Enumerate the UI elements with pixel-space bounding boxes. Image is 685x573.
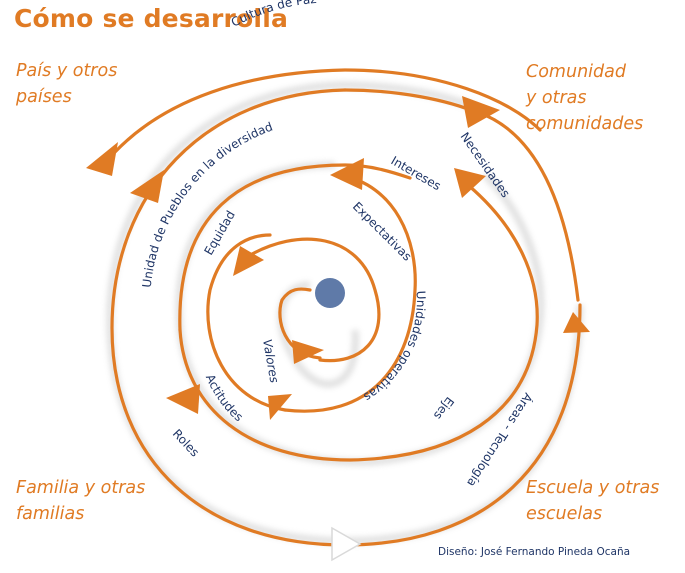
label-comunidad-line-1: Comunidad (526, 62, 626, 82)
center-dot (315, 278, 345, 308)
label-pais-line-1: País y otros (16, 61, 118, 81)
label-familia-line-2: familias (16, 504, 85, 524)
arrow-icon (292, 340, 324, 364)
label-escuela-line-2: escuelas (526, 504, 603, 524)
label-comunidad: Comunidad y otras comunidades (526, 59, 643, 137)
label-comunidad-line-3: comunidades (526, 114, 644, 134)
label-escuela: Escuela y otras escuelas (526, 475, 659, 527)
spiral-path (110, 68, 582, 547)
arrow-icon (86, 142, 118, 176)
page-title: Cómo se desarrolla (14, 4, 289, 33)
label-pais-line-2: países (16, 87, 72, 107)
label-pais: País y otros países (16, 58, 117, 110)
label-cultura-de-paz-path: Cultura de Paz (229, 0, 317, 30)
arrow-icon (166, 384, 200, 414)
label-roles: Roles (170, 426, 202, 459)
label-familia: Familia y otras familias (16, 475, 145, 527)
arrow-icon (233, 246, 264, 276)
arrow-icon (330, 158, 364, 190)
arrow-icon (563, 312, 590, 333)
label-unidades-operativas: Unidades operativas (361, 290, 428, 404)
label-escuela-line-1: Escuela y otras (526, 478, 660, 498)
arrow-outline-icon (331, 526, 362, 562)
label-ejes: Ejes (431, 394, 457, 422)
arrow-icon (268, 394, 292, 420)
label-comunidad-line-2: y otras (526, 88, 587, 108)
arrow-icon (454, 168, 486, 198)
design-credit: Diseño: José Fernando Pineda Ocaña (438, 546, 631, 558)
arrow-icon (130, 170, 164, 203)
label-valores: Valores (260, 338, 281, 384)
spiral-arrowheads (86, 96, 590, 420)
label-unidades-operativas-path: Unidades operativas (361, 290, 428, 404)
label-familia-line-1: Familia y otras (16, 478, 146, 498)
arrow-icon (462, 96, 500, 128)
label-cultura-de-paz: Cultura de Paz (229, 0, 317, 30)
